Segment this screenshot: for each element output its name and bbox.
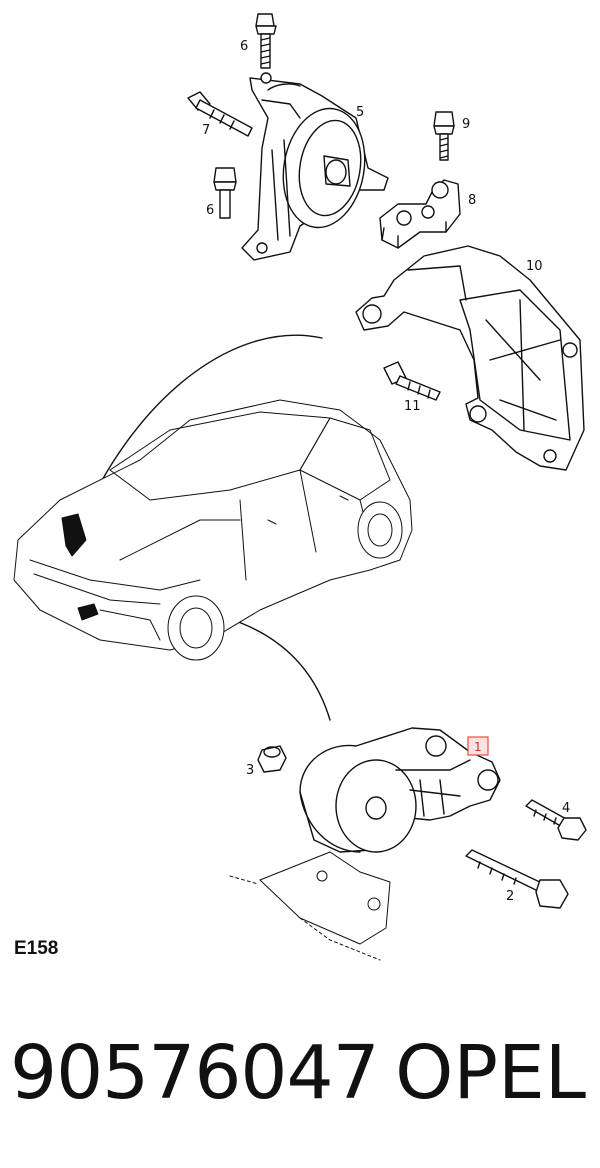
- callout-10: 10: [526, 259, 543, 274]
- diagram-reference-code: E158: [14, 938, 59, 959]
- bracket-10: [355, 245, 585, 471]
- callout-6-top: 6: [240, 39, 248, 54]
- bolt-11: [383, 361, 441, 401]
- brand-name: OPEL: [395, 1030, 586, 1116]
- callout-7: 7: [202, 123, 210, 138]
- car-illustration: [13, 399, 413, 661]
- nut-3: [257, 745, 287, 773]
- engine-mount-1: [299, 727, 501, 853]
- bolt-4: [525, 799, 587, 841]
- support-bracket: [229, 851, 391, 961]
- part-footer: 90576047 OPEL: [0, 1018, 600, 1148]
- callout-1: 1: [474, 740, 482, 754]
- bracket-8: [379, 179, 461, 249]
- exploded-parts-diagram: 6 5 7 9 6 8 10 11 1 3 4 2: [13, 13, 587, 961]
- callout-2: 2: [506, 889, 514, 904]
- callout-8: 8: [468, 193, 476, 208]
- bolt-9: [433, 111, 455, 161]
- callout-3: 3: [246, 763, 254, 778]
- callout-11: 11: [404, 399, 421, 414]
- callout-6-lower: 6: [206, 203, 214, 218]
- callout-5: 5: [356, 105, 364, 120]
- bolt-6-top: [255, 13, 277, 69]
- callout-1-highlight: 1: [467, 736, 489, 756]
- bolt-2: [465, 849, 569, 909]
- engine-mount-5: [241, 72, 389, 261]
- part-number: 90576047: [10, 1030, 380, 1116]
- callout-9: 9: [462, 117, 470, 132]
- callout-4: 4: [562, 801, 570, 816]
- bolt-6-lower: [213, 167, 237, 219]
- bolt-7: [187, 91, 253, 137]
